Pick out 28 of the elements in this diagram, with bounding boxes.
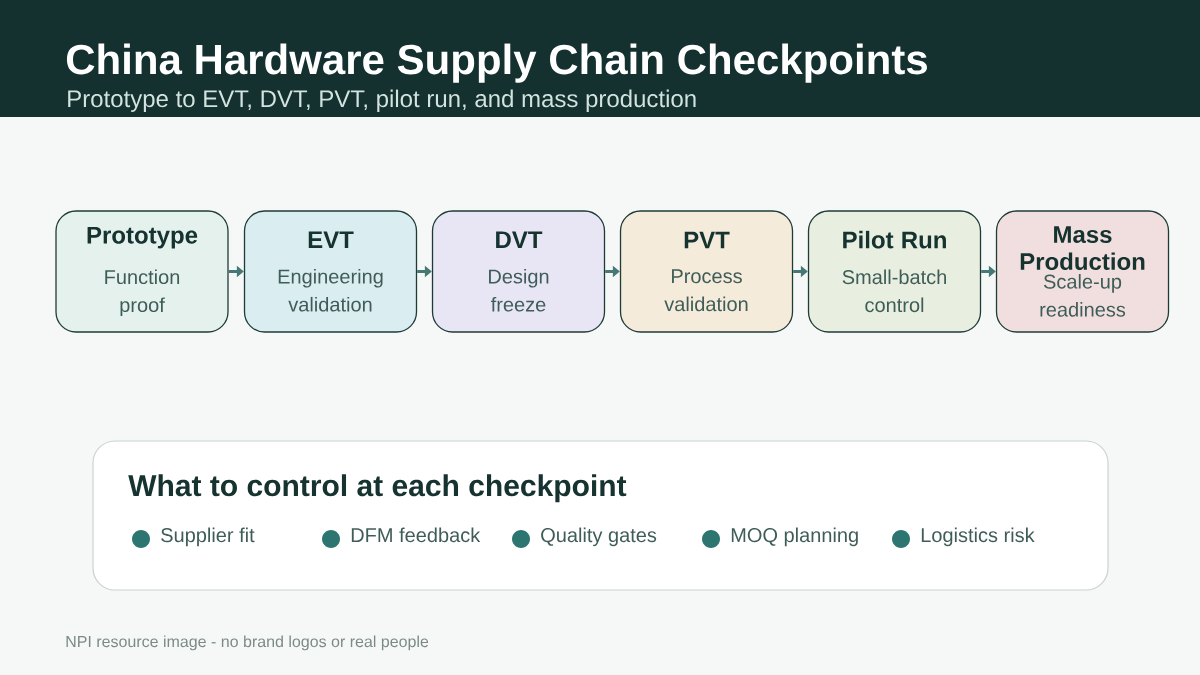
checklist-item: Supplier fit bbox=[161, 527, 255, 547]
footer-note: NPI resource image - no brand logos or real people bbox=[66, 635, 429, 651]
checklist-item: MOQ planning bbox=[731, 527, 858, 547]
stage-description: Design freeze bbox=[489, 268, 549, 312]
stage-title: Mass Production bbox=[1020, 226, 1145, 271]
checklist-item: DFM feedback bbox=[351, 527, 481, 543]
stage-description: Process validation bbox=[664, 269, 748, 312]
checklist-item: Quality gates bbox=[541, 527, 657, 547]
checklist-panel bbox=[92, 440, 1109, 591]
stage-description: Small-batch control bbox=[842, 269, 946, 313]
stage-title: Prototype bbox=[87, 226, 198, 249]
stage-description: Function proof bbox=[105, 269, 180, 317]
stage-box bbox=[995, 210, 1170, 333]
panel-heading: What to control at each checkpoint bbox=[128, 474, 627, 503]
stage-description: Scale-up readiness bbox=[1040, 274, 1126, 317]
stage-box bbox=[55, 210, 229, 333]
stage-title: PVT bbox=[684, 231, 730, 249]
title: China Hardware Supply Chain Checkpoints bbox=[66, 43, 927, 83]
stage-title: Pilot Run bbox=[843, 230, 946, 249]
stage-box bbox=[807, 210, 982, 333]
subtitle: Prototype to EVT, DVT, PVT, pilot run, and mass production bbox=[68, 89, 696, 112]
stage-box bbox=[431, 210, 606, 333]
stage-title: DVT bbox=[496, 231, 543, 248]
stage-title: EVT bbox=[308, 231, 354, 248]
checklist-item: Logistics risk bbox=[921, 527, 1035, 547]
stage-box bbox=[619, 210, 794, 333]
stage-box bbox=[243, 210, 418, 333]
stage-description: Engineering validation bbox=[278, 268, 383, 312]
